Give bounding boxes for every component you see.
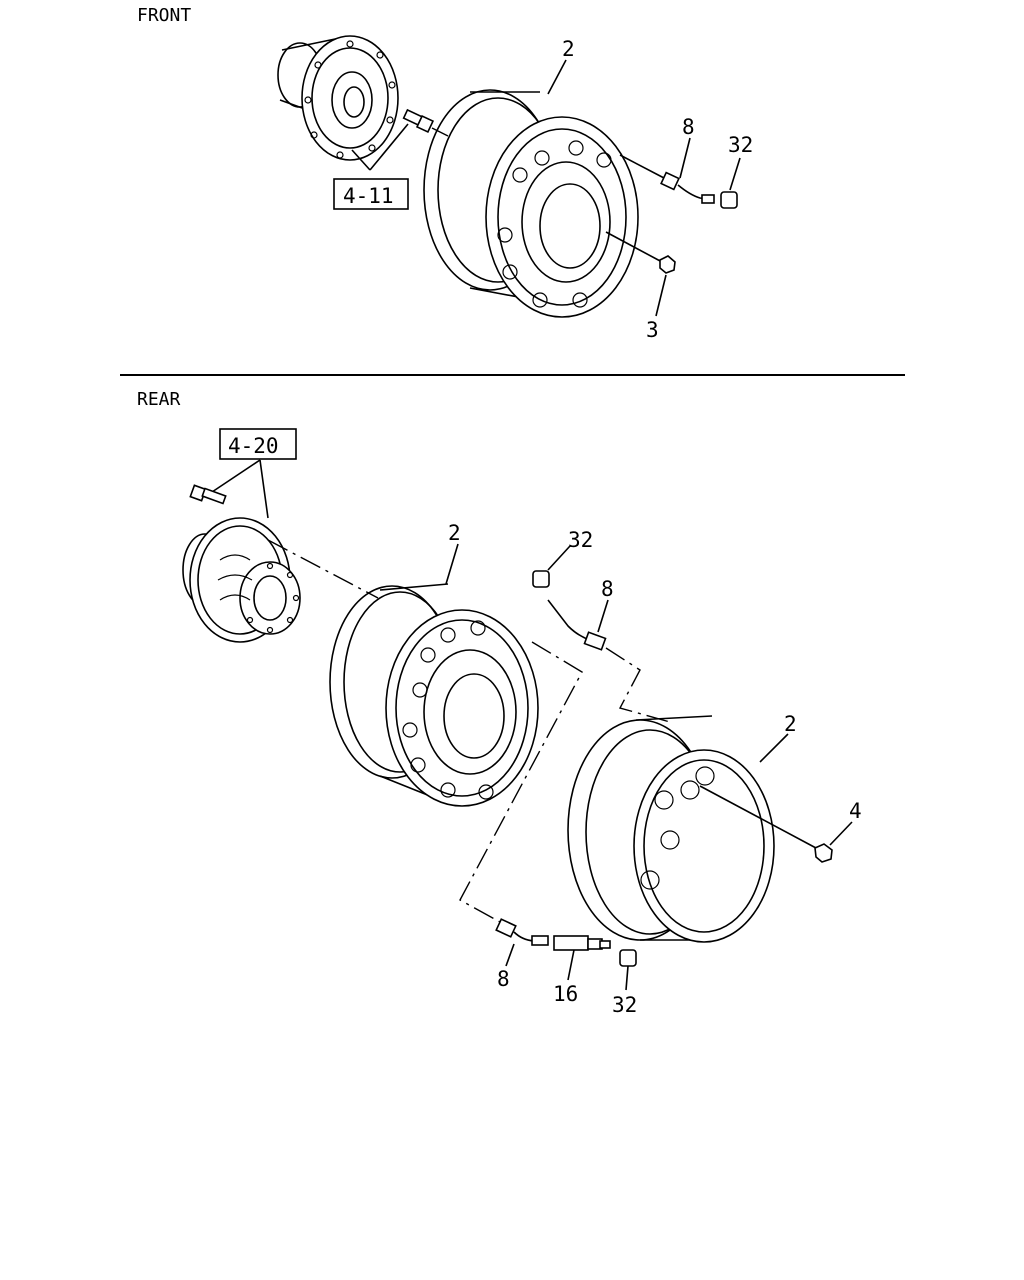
callout-rear-valve-top: 8 — [601, 577, 614, 601]
rear-outer-wheel — [329, 583, 539, 807]
ref-front-hub: 4-11 — [343, 184, 394, 208]
leader-rear-outer-wheel — [445, 543, 459, 585]
leader-front-hub — [369, 123, 409, 171]
leader-rear-valve-bottom — [505, 943, 515, 967]
callout-rear-cap-top: 32 — [568, 528, 593, 552]
leader-rear-nut — [829, 821, 853, 846]
callout-rear-extension: 16 — [553, 982, 578, 1006]
callout-front-wheel: 2 — [562, 37, 575, 61]
ref-box-front-hub — [333, 178, 409, 210]
rear-hub — [182, 517, 301, 643]
leader-rear-hub — [211, 459, 269, 519]
leader-front-valve-ext — [679, 137, 691, 179]
leader-front-nut — [655, 274, 667, 317]
callout-rear-valve-bottom: 8 — [497, 967, 510, 991]
front-hub — [277, 35, 399, 161]
front-wheel-nut — [659, 255, 676, 274]
leader-front-valve-cap — [729, 157, 741, 191]
callout-rear-nut: 4 — [849, 799, 862, 823]
front-hub-bolt — [402, 108, 435, 134]
rear-inner-wheel — [567, 715, 775, 943]
callout-rear-outer-wheel: 2 — [448, 521, 461, 545]
callout-front-nut: 3 — [646, 318, 659, 342]
callout-rear-inner-wheel: 2 — [784, 712, 797, 736]
leader-rear-valve-top — [597, 599, 609, 633]
rear-valve-extension-16 — [553, 935, 611, 951]
rear-valve-cap-top — [532, 570, 550, 588]
callout-rear-cap-bottom: 32 — [612, 993, 637, 1017]
rear-valve-cap-bottom — [619, 949, 637, 967]
rear-valve-extension-top — [547, 599, 607, 651]
front-wheel — [423, 89, 639, 318]
front-valve-cap — [720, 191, 738, 209]
ref-rear-hub: 4-20 — [228, 434, 279, 458]
section-title-front: FRONT — [137, 5, 191, 26]
ref-box-rear-hub — [219, 428, 297, 460]
leader-rear-inner-wheel — [759, 733, 789, 763]
section-title-rear: REAR — [137, 389, 181, 410]
callout-front-valve-cap: 32 — [728, 133, 753, 157]
leader-rear-extension — [567, 949, 575, 981]
rear-valve-extension-bottom — [495, 918, 549, 946]
leader-rear-cap-top — [547, 545, 571, 571]
rear-wheel-nut — [814, 843, 833, 863]
callout-front-valve-ext: 8 — [682, 115, 695, 139]
front-valve-extension — [619, 154, 715, 204]
rear-hub-bolt — [189, 484, 227, 505]
leader-front-wheel — [547, 59, 567, 95]
leader-rear-cap-bottom — [625, 965, 629, 991]
